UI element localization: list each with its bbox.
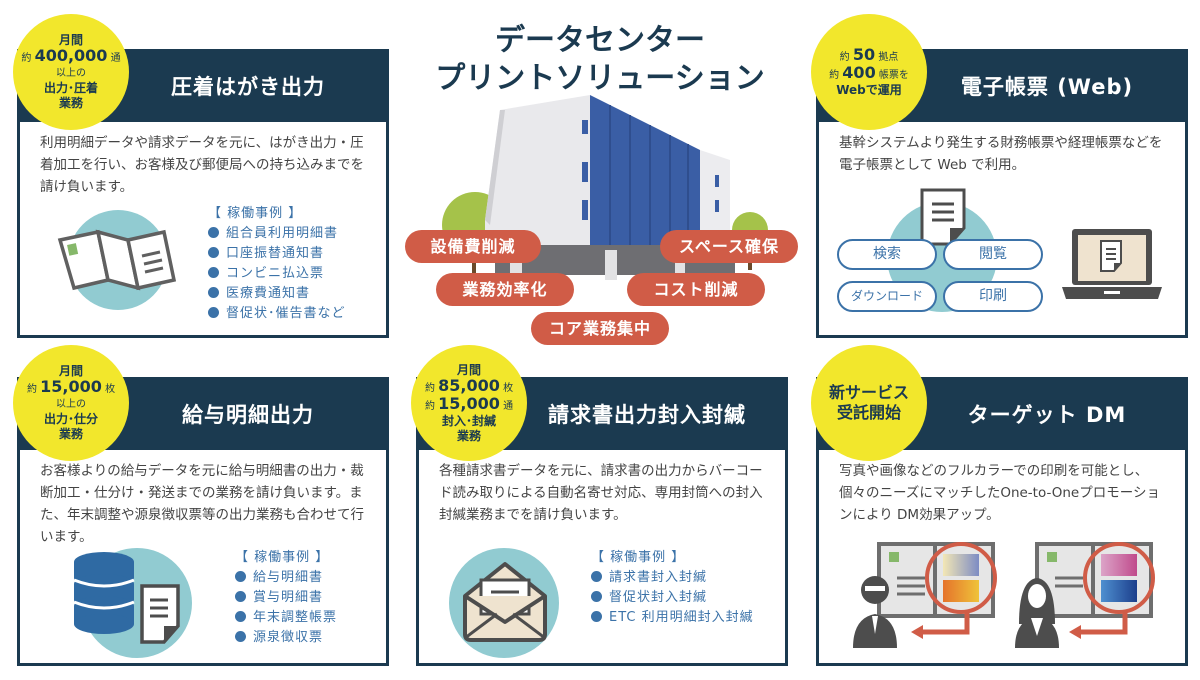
- case-item: 組合員利用明細書: [208, 224, 346, 244]
- bullet-icon: [591, 611, 602, 622]
- volume-badge-postcard: 月間 約 400,000 通 以上の 出力･圧着 業務: [13, 14, 129, 130]
- volume-badge-payslip: 月間 約 15,000 枚 以上の 出力･仕分 業務: [13, 345, 129, 461]
- bullet-icon: [235, 611, 246, 622]
- function-search: 検索: [837, 239, 937, 270]
- card-target-dm: ターゲット DM 写真や画像などのフルカラーでの印刷を可能とし、個々のニーズにマ…: [816, 377, 1188, 666]
- benefit-work-efficiency: 業務効率化: [436, 273, 574, 306]
- benefit-cost-reduction: コスト削減: [627, 273, 765, 306]
- benefit-space-saving: スペース確保: [660, 230, 798, 263]
- card-title: 給与明細出力: [182, 403, 314, 427]
- case-item: コンビニ払込票: [208, 264, 346, 284]
- male-recipient-dm-illustration: [853, 542, 997, 648]
- bullet-icon: [208, 227, 219, 238]
- case-list: 【 稼働事例 】 組合員利用明細書 口座振替通知書 コンビニ払込票 医療費通知書…: [208, 204, 346, 324]
- bullet-icon: [235, 631, 246, 642]
- case-list: 【 稼働事例 】 給与明細書 賞与明細書 年末調整帳票 源泉徴収票: [235, 548, 337, 648]
- database-document-icon: [73, 552, 180, 644]
- title-line-2: プリントソリューション: [435, 61, 765, 96]
- personalized-dm-icon: [853, 542, 1155, 648]
- case-list-label: 【 稼働事例 】: [591, 550, 686, 565]
- case-item: 年末調整帳票: [235, 608, 337, 628]
- function-view: 閲覧: [943, 239, 1043, 270]
- card-description: 写真や画像などのフルカラーでの印刷を可能とし、個々のニーズにマッチしたOne-t…: [839, 463, 1160, 523]
- new-service-badge: 新サービス 受託開始: [811, 345, 927, 461]
- case-item: 源泉徴収票: [235, 628, 337, 648]
- case-item: 督促状封入封緘: [591, 588, 754, 608]
- document-icon: [920, 188, 966, 246]
- case-item: 督促状･催告書など: [208, 304, 346, 324]
- title-line-1: データセンター: [495, 23, 705, 58]
- bullet-icon: [208, 307, 219, 318]
- card-title: 電子帳票 (Web): [960, 75, 1134, 99]
- case-list-label: 【 稼働事例 】: [235, 550, 330, 565]
- case-item: ETC 利用明細封入封緘: [591, 608, 754, 628]
- card-description: 利用明細データや請求データを元に、はがき出力・圧着加工を行い、お客様及び郵便局へ…: [40, 135, 364, 195]
- bullet-icon: [235, 591, 246, 602]
- function-download: ダウンロード: [837, 281, 937, 312]
- bullet-icon: [591, 571, 602, 582]
- folded-postcard-icon: [57, 229, 176, 291]
- bullet-icon: [591, 591, 602, 602]
- case-item: 医療費通知書: [208, 284, 346, 304]
- bullet-icon: [208, 267, 219, 278]
- bullet-icon: [235, 571, 246, 582]
- card-title: 請求書出力封入封緘: [548, 403, 746, 427]
- case-item: 賞与明細書: [235, 588, 337, 608]
- card-title: ターゲット DM: [967, 403, 1127, 427]
- bullet-icon: [208, 287, 219, 298]
- card-title: 圧着はがき出力: [171, 75, 325, 99]
- page-title: データセンター プリントソリューション: [400, 22, 800, 98]
- female-recipient-dm-illustration: [1015, 542, 1155, 648]
- case-item: 請求書封入封緘: [591, 568, 754, 588]
- laptop-document-icon: [1062, 229, 1162, 299]
- case-item: 口座振替通知書: [208, 244, 346, 264]
- case-list: 【 稼働事例 】 請求書封入封緘 督促状封入封緘 ETC 利用明細封入封緘: [591, 548, 754, 628]
- volume-badge-invoice: 月間 約 85,000 枚 約 15,000 通 封入･封緘 業務: [411, 345, 527, 461]
- card-description: 基幹システムより発生する財務帳票や経理帳票などを電子帳票として Web で利用。: [839, 135, 1163, 173]
- envelope-icon: [463, 562, 547, 642]
- card-description: 各種請求書データを元に、請求書の出力からバーコード読み取りによる自動名寄せ対応、…: [439, 463, 763, 523]
- benefit-core-business-focus: コア業務集中: [531, 312, 669, 345]
- benefit-equipment-cost-reduction: 設備費削減: [405, 230, 541, 263]
- case-list-label: 【 稼働事例 】: [208, 206, 303, 221]
- case-item: 給与明細書: [235, 568, 337, 588]
- function-print: 印刷: [943, 281, 1043, 312]
- bullet-icon: [208, 247, 219, 258]
- volume-badge-web-forms: 約 50 拠点 約 400 帳票を Webで運用: [811, 14, 927, 130]
- card-description: お客様よりの給与データを元に給与明細書の出力・裁断加工・仕分け・発送までの業務を…: [40, 463, 364, 545]
